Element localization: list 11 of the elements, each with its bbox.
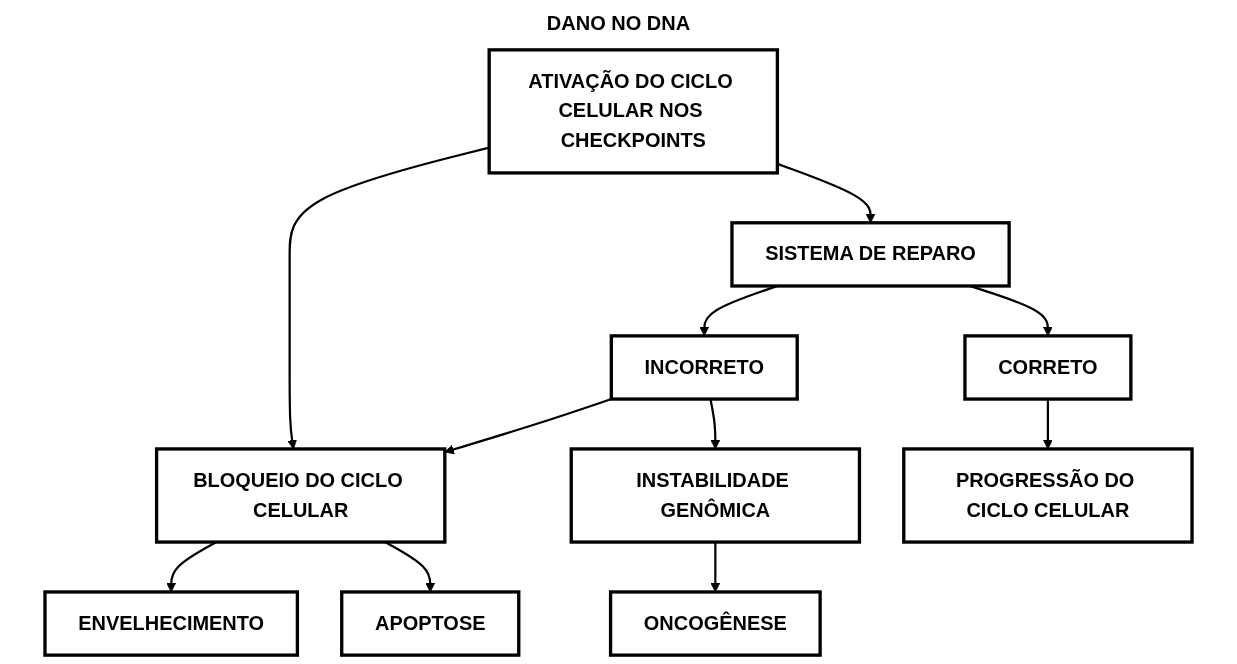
node-box: PROGRESSÃO DO CICLO CELULAR [902, 447, 1194, 544]
node-box: BLOQUEIO DO CICLO CELULAR [154, 447, 447, 544]
node-box: CORRETO [963, 334, 1133, 401]
node-box: SISTEMA DE REPARO [730, 221, 1011, 288]
node-box: APOPTOSE [340, 590, 521, 657]
node-box: INCORRETO [609, 334, 799, 401]
diagram-title: DANO NO DNA [546, 12, 691, 35]
node-box: ONCOGÊNESE [608, 590, 822, 657]
node-box: ENVELHECIMENTO [43, 590, 300, 657]
node-box: INSTABILIDADE GENÔMICA [569, 447, 862, 544]
node-box: ATIVAÇÃO DO CICLO CELULAR NOS CHECKPOINTS [487, 48, 780, 175]
